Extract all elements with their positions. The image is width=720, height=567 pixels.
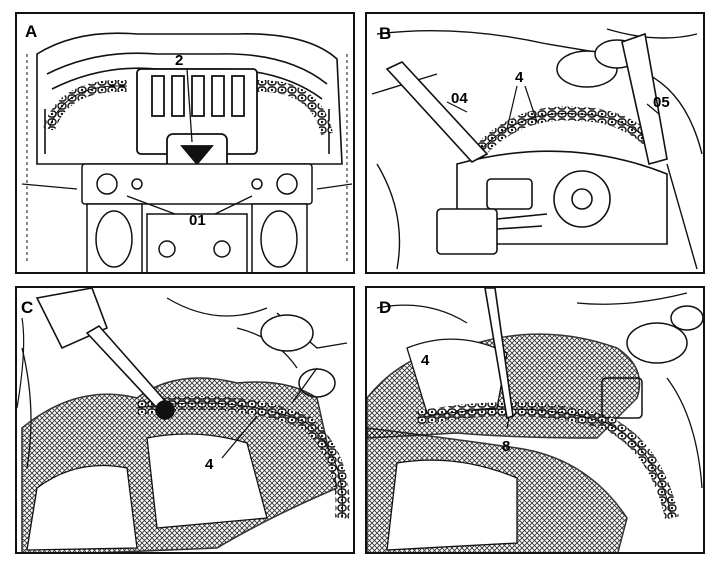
callout-2: 2 <box>175 52 184 69</box>
callout-4: 4 <box>205 456 214 473</box>
callout-4: 4 <box>515 69 524 86</box>
panel-c-label: C <box>21 298 34 317</box>
panel-b-label: B <box>379 24 392 43</box>
panel-c-illustration <box>17 288 350 552</box>
callout-01: 01 <box>189 212 206 229</box>
callout-4: 4 <box>421 352 430 369</box>
panel-b: B 04 4 05 <box>365 12 705 274</box>
panel-a-label: A <box>25 22 38 41</box>
panel-d-illustration <box>367 288 703 552</box>
panel-d-label: D <box>379 298 392 317</box>
panel-a-illustration <box>21 32 353 272</box>
panel-b-illustration <box>371 28 703 270</box>
panel-a: A 2 01 <box>15 12 355 274</box>
callout-04: 04 <box>451 90 468 107</box>
callout-05: 05 <box>653 94 670 111</box>
panel-d: D 4 8 <box>365 286 705 554</box>
callout-8: 8 <box>502 438 511 455</box>
panel-c: C 4 <box>15 286 355 554</box>
